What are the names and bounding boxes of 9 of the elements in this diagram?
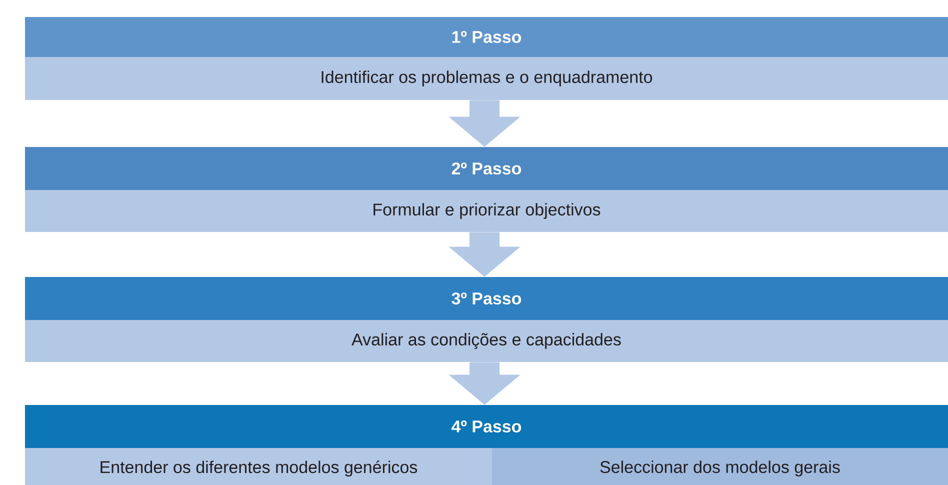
step-box: 4º Passo: [25, 405, 948, 448]
step-box: 1º Passo Identificar os problemas e o enquadramento: [25, 17, 948, 100]
step-box: 3º Passo Avaliar as condições e capacidades: [25, 277, 948, 362]
step-box: 2º Passo Formular e priorizar objectivos: [25, 147, 948, 232]
node-label: Formular e priorizar objectivos: [374, 203, 600, 219]
step-box: Entender os diferentes modelos genéricos: [25, 448, 492, 485]
step-box: Seleccionar dos modelos gerais: [492, 448, 948, 485]
node-label: Avaliar as condições e capacidades: [352, 333, 621, 349]
node-label: 1º Passo: [452, 31, 522, 43]
